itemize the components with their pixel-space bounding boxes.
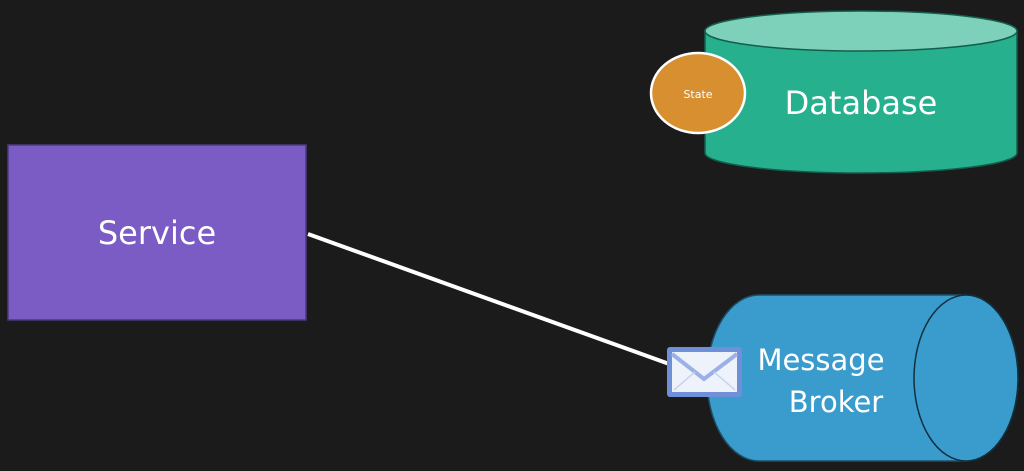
state-label: State	[683, 88, 712, 101]
broker-label-line2: Broker	[789, 385, 884, 419]
envelope-icon	[667, 347, 742, 397]
service-node[interactable]: Service	[7, 144, 307, 321]
database-label: Database	[785, 84, 938, 122]
database-node[interactable]: Database	[704, 10, 1018, 174]
service-label: Service	[98, 214, 216, 252]
message-broker-node[interactable]: Message Broker	[706, 294, 1019, 462]
connector-line	[307, 232, 673, 367]
state-node[interactable]: State	[649, 51, 747, 135]
broker-label-line1: Message	[757, 343, 884, 377]
